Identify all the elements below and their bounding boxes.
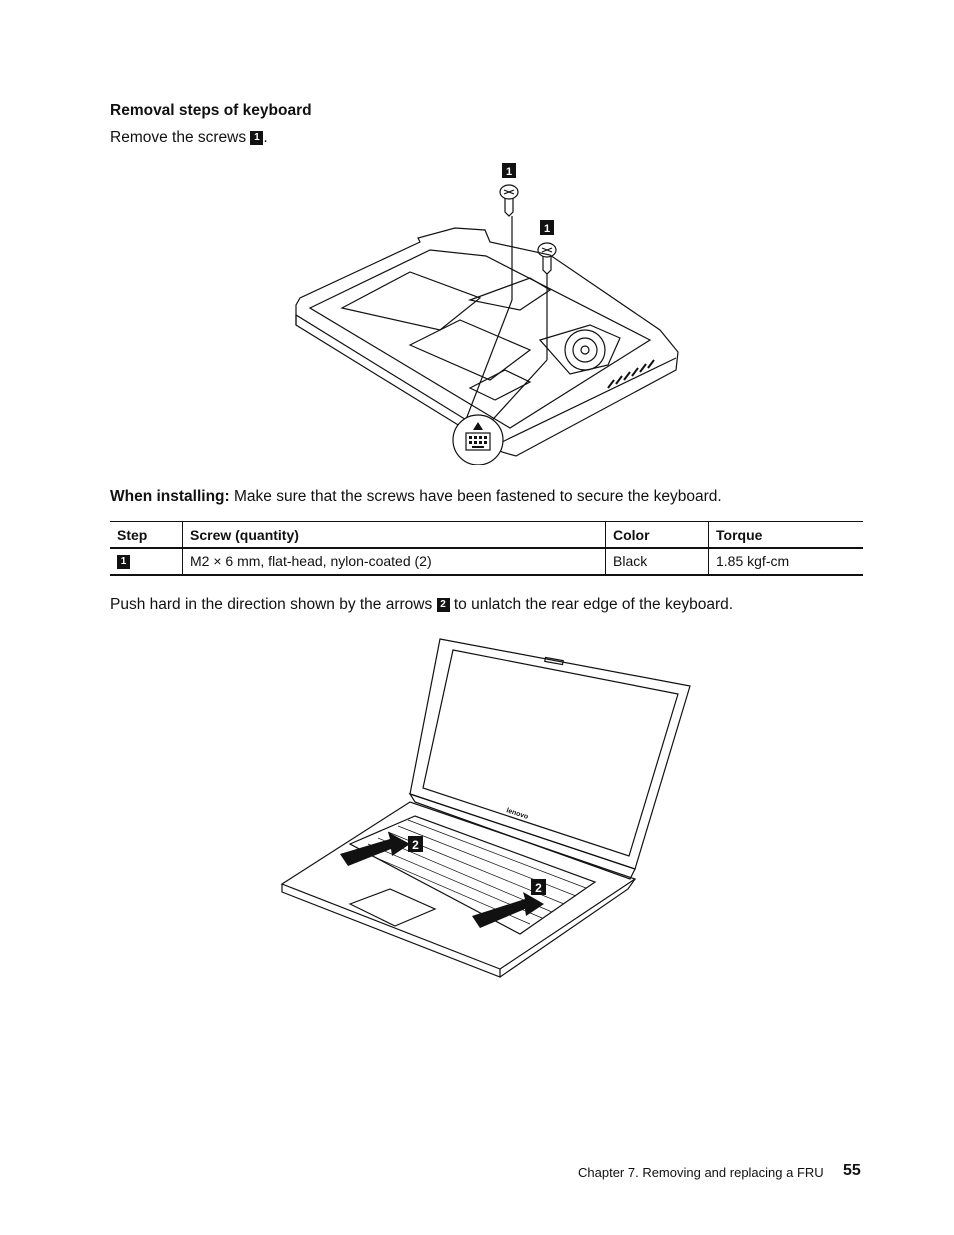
footer-chapter: Chapter 7. Removing and replacing a FRU <box>578 1165 824 1180</box>
arrow-icon <box>340 832 410 866</box>
callout-2a: 2 <box>412 838 419 852</box>
installing-label: When installing: <box>110 488 230 505</box>
push-instruction: Push hard in the direction shown by the … <box>110 596 733 614</box>
callout-1b: 1 <box>544 223 550 235</box>
push-text-after: to unlatch the rear edge of the keyboard… <box>453 596 734 613</box>
intro-line: Remove the screws 1. <box>110 129 268 147</box>
arrow-icon <box>472 892 544 928</box>
screw-cell: M2 × 6 mm, flat-head, nylon-coated (2) <box>182 548 606 577</box>
col-color: Color <box>605 521 709 549</box>
col-screw: Screw (quantity) <box>182 521 606 549</box>
callout-badge: 1 <box>250 130 264 145</box>
screw-table: Step Screw (quantity) Color Torque 1 M2 … <box>110 521 863 577</box>
callout-2b: 2 <box>535 881 542 895</box>
intro-text: Remove the screws <box>110 129 247 146</box>
table-header-row: Step Screw (quantity) Color Torque <box>110 521 863 549</box>
screw-icon <box>499 184 519 217</box>
col-step: Step <box>110 521 183 549</box>
callout-badge: 1 <box>117 555 130 570</box>
step-cell: 1 <box>110 548 183 577</box>
intro-end: . <box>263 129 268 146</box>
installing-text: Make sure that the screws have been fast… <box>234 488 722 505</box>
page-number: 55 <box>843 1162 861 1179</box>
section-heading: Removal steps of keyboard <box>110 102 312 119</box>
callout-1a: 1 <box>506 166 512 178</box>
col-torque: Torque <box>708 521 863 549</box>
push-text-before: Push hard in the direction shown by the … <box>110 596 433 613</box>
torque-cell: 1.85 kgf-cm <box>708 548 863 577</box>
figure-bottom-view: 1 1 <box>295 163 679 465</box>
color-cell: Black <box>605 548 709 577</box>
screw-icon <box>537 242 557 275</box>
installing-note: When installing: Make sure that the scre… <box>110 488 722 506</box>
keyboard-icon <box>452 414 504 465</box>
table-row: 1 M2 × 6 mm, flat-head, nylon-coated (2)… <box>110 548 863 577</box>
callout-badge: 2 <box>436 597 450 612</box>
figure-laptop-open: lenovo 2 2 <box>280 638 691 978</box>
